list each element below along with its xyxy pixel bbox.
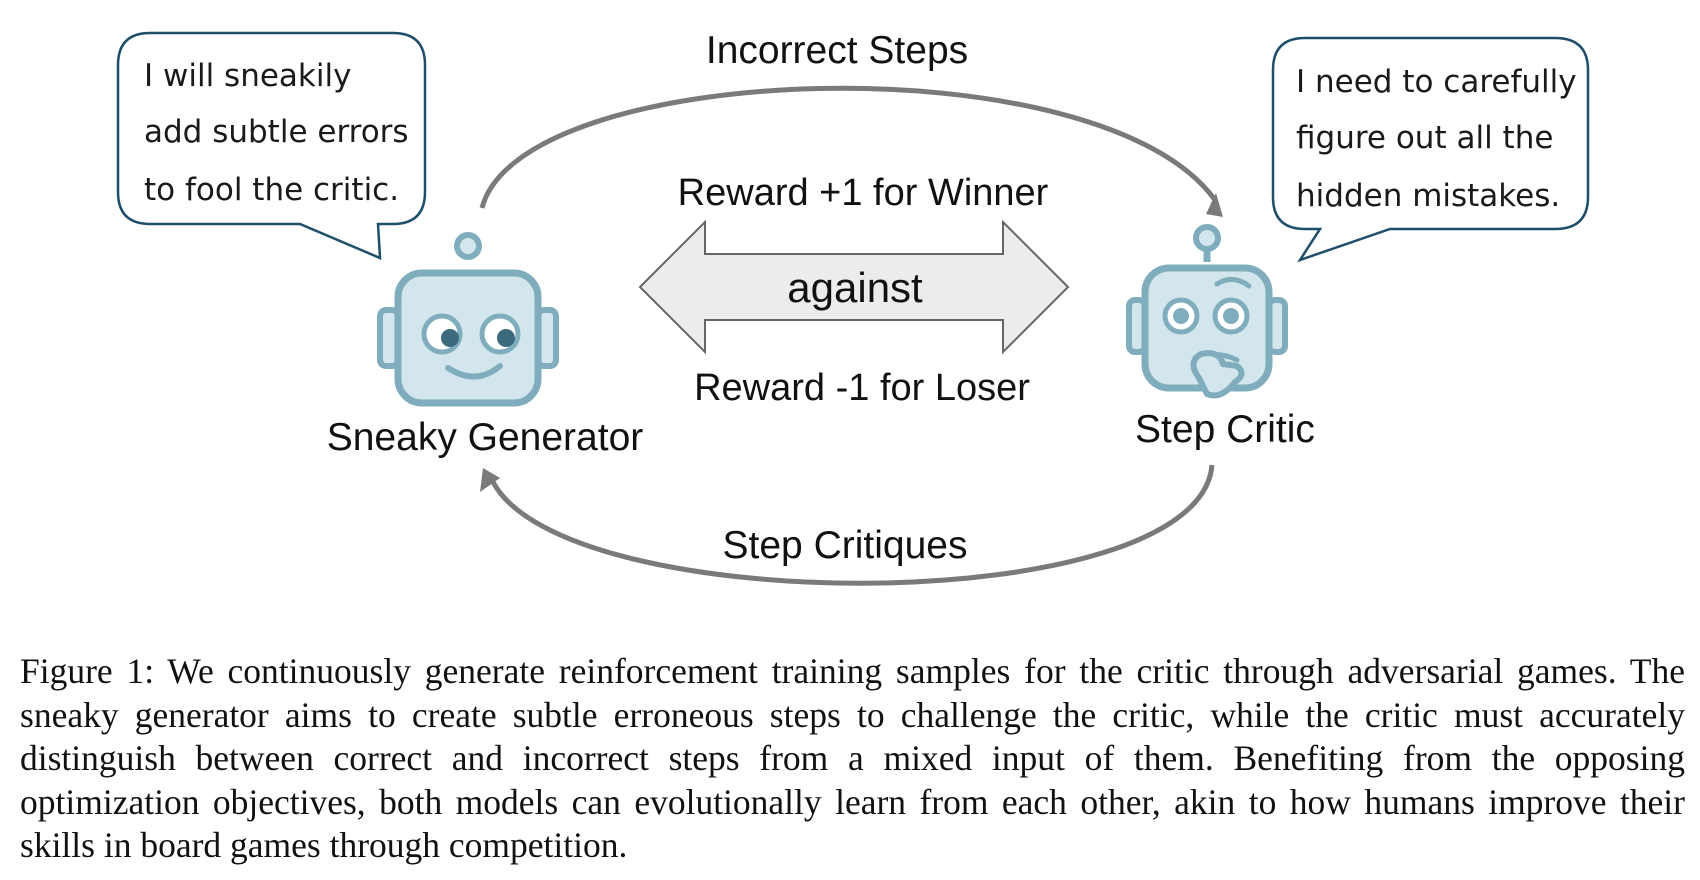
- diagram: Incorrect Steps Step Critiques I will sn…: [116, 29, 1590, 586]
- critic-bubble-line-1: I need to carefully: [1296, 64, 1577, 100]
- incorrect-steps-label: Incorrect Steps: [706, 29, 968, 72]
- figure-caption: Figure 1: We continuously generate reinf…: [20, 651, 1685, 865]
- critic-bubble-line-2: figure out all the: [1296, 120, 1553, 156]
- against-label: against: [787, 264, 923, 311]
- reward-winner-label: Reward +1 for Winner: [678, 172, 1049, 214]
- step-critic-label: Step Critic: [1135, 408, 1315, 451]
- incorrect-steps-arrow: [479, 85, 1218, 209]
- generator-bubble-line-3: to fool the critic.: [144, 172, 399, 208]
- generator-bubble-line-1: I will sneakily: [144, 58, 351, 94]
- incorrect-steps-arrowhead: [1206, 193, 1223, 217]
- step-critiques-arrowhead: [480, 468, 500, 492]
- critic-bubble-line-3: hidden mistakes.: [1296, 178, 1560, 214]
- step-critiques-label: Step Critiques: [723, 524, 968, 567]
- reward-loser-label: Reward -1 for Loser: [694, 367, 1030, 409]
- sneaky-generator-label: Sneaky Generator: [327, 416, 644, 459]
- critic-speech-bubble: [1271, 36, 1590, 263]
- step-critic-robot-icon: [1126, 224, 1288, 399]
- versus-double-arrow: [638, 219, 1070, 355]
- generator-speech-bubble: [116, 31, 427, 260]
- step-critiques-arrow: [489, 464, 1215, 586]
- sneaky-generator-robot-icon: [377, 232, 559, 407]
- generator-bubble-line-2: add subtle errors: [144, 114, 409, 150]
